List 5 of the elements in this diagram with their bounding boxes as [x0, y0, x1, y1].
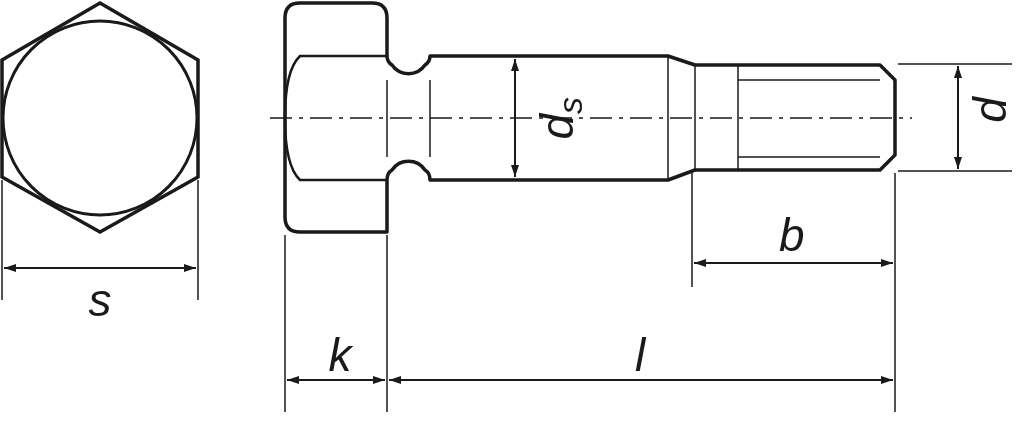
dimension-label: s	[88, 277, 112, 323]
dimension-label: d	[966, 97, 1013, 123]
dimension-label: k	[328, 332, 352, 378]
dimension-label: l	[635, 332, 646, 378]
dimension-label: b	[779, 212, 805, 258]
